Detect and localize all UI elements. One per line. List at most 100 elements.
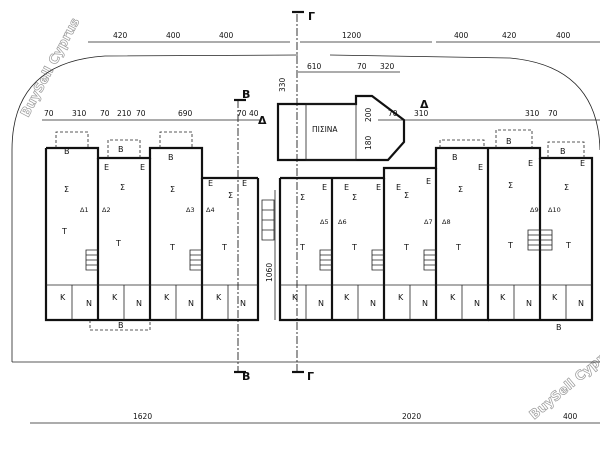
watermark-top-left: BuySell Cyprus: [18, 15, 84, 120]
dim-bottom-left: 1620: [133, 412, 152, 421]
dim-top-right-3: 400: [556, 31, 571, 40]
dim-upper-left-3: 70: [100, 109, 110, 118]
dim-upper-right-3: 310: [525, 109, 540, 118]
room-entrance-4: E: [242, 179, 247, 188]
room-living-10: Σ: [564, 183, 569, 192]
room-wc-1: N: [86, 299, 92, 308]
dim-upper-left-4: 210: [117, 109, 132, 118]
room-terrace-2: T: [115, 239, 121, 248]
dim-pool-side-right-2-group: 180: [364, 135, 373, 150]
room-living-4: Σ: [228, 191, 233, 200]
dim-top-right-1: 400: [454, 31, 469, 40]
room-terrace-10: T: [565, 241, 571, 250]
dim-upper-left-1: 70: [44, 109, 54, 118]
unit-label-9: Δ9: [530, 206, 539, 214]
room-entrance-3: E: [208, 179, 213, 188]
dimension-lines: [30, 41, 600, 424]
room-entrance-8: E: [396, 183, 401, 192]
room-balcony-6: B: [506, 137, 512, 146]
room-living-1: Σ: [64, 185, 69, 194]
dim-top-right-2: 420: [502, 31, 517, 40]
room-terrace-4: T: [221, 243, 227, 252]
section-d-right: Δ: [420, 98, 429, 111]
room-living-7: Σ: [404, 191, 409, 200]
room-terrace-5: T: [299, 243, 305, 252]
site-boundary-right: [329, 54, 600, 151]
dim-upper-left-5: 70: [136, 109, 146, 118]
room-living-3: Σ: [170, 185, 175, 194]
unit-label-4: Δ4: [206, 206, 215, 214]
room-kitchen-2: K: [112, 293, 118, 302]
room-entrance-6: E: [344, 183, 349, 192]
unit-label-6: Δ6: [338, 218, 347, 226]
watermark-text: BuySell Cyprus: [18, 15, 83, 119]
room-wc-3: N: [188, 299, 194, 308]
room-balcony-7: B: [560, 147, 566, 156]
dim-pool-side-right-2: 180: [364, 135, 373, 150]
dim-upper-left-8: 40: [249, 109, 259, 118]
room-entrance-7: E: [376, 183, 381, 192]
pool-label: ΠΙΣΙΝΑ: [312, 125, 338, 134]
room-kitchen-4: K: [216, 293, 222, 302]
room-living-6: Σ: [352, 193, 357, 202]
room-terrace-3: T: [169, 243, 175, 252]
dim-pool-top-1: 610: [307, 62, 322, 71]
room-living-9: Σ: [508, 181, 513, 190]
room-terrace-8: T: [455, 243, 461, 252]
dim-vertical: 1060: [265, 263, 274, 282]
section-b-bottom: B: [242, 370, 250, 383]
room-kitchen-7: K: [398, 293, 404, 302]
room-balcony-5: B: [452, 153, 458, 162]
room-terrace-9: T: [507, 241, 513, 250]
unit-label-3: Δ3: [186, 206, 195, 214]
room-terrace-7: T: [403, 243, 409, 252]
dim-top-left-2: 400: [166, 31, 181, 40]
room-living-2: Σ: [120, 183, 125, 192]
dim-upper-left-6: 690: [178, 109, 193, 118]
block-right: [488, 129, 594, 322]
dim-upper-right-1: 70: [388, 109, 398, 118]
room-kitchen-6: K: [344, 293, 350, 302]
unit-label-1: Δ1: [80, 206, 89, 214]
block-center: [261, 139, 490, 322]
room-wc-9: N: [526, 299, 532, 308]
dim-pool-top-2: 70: [357, 62, 367, 71]
room-living-5: Σ: [300, 193, 305, 202]
room-wc-8: N: [474, 299, 480, 308]
dim-top-left-3: 400: [219, 31, 234, 40]
dim-upper-right-2: 310: [414, 109, 429, 118]
section-g-bottom: Γ: [307, 370, 314, 383]
room-wc-7: N: [422, 299, 428, 308]
room-wc-10: N: [578, 299, 584, 308]
dim-pool-top-3: 320: [380, 62, 395, 71]
unit-label-8: Δ8: [442, 218, 451, 226]
site-boundary-left: [11, 54, 299, 362]
room-living-8: Σ: [458, 185, 463, 194]
room-kitchen-8: K: [450, 293, 456, 302]
room-entrance-1: E: [104, 163, 109, 172]
dim-upper-right-4: 70: [548, 109, 558, 118]
room-wc-2: N: [136, 299, 142, 308]
unit-label-5: Δ5: [320, 218, 329, 226]
section-b-top: B: [242, 88, 250, 101]
watermark-bottom-right: BuySell Cyprus: [527, 340, 600, 423]
room-balcony-2: B: [118, 145, 124, 154]
dim-pool-side-right-1: 200: [364, 107, 373, 122]
watermark-text: BuySell Cyprus: [527, 341, 600, 423]
room-balcony-1: B: [64, 147, 70, 156]
room-terrace-6: T: [351, 243, 357, 252]
section-d-left: Δ: [258, 114, 267, 127]
room-balcony-4: B: [118, 321, 124, 330]
dim-bottom-center: 2020: [402, 412, 421, 421]
unit-label-10: Δ10: [548, 206, 561, 214]
room-kitchen-5: K: [292, 293, 298, 302]
dim-pool-side-left: 330: [278, 77, 287, 92]
room-entrance-9: E: [426, 177, 431, 186]
room-wc-5: N: [318, 299, 324, 308]
room-kitchen-1: K: [60, 293, 66, 302]
dim-pool-side-left-group: 330: [278, 77, 287, 92]
room-balcony-3: B: [168, 153, 174, 162]
room-entrance-5: E: [322, 183, 327, 192]
room-entrance-12: E: [580, 159, 585, 168]
